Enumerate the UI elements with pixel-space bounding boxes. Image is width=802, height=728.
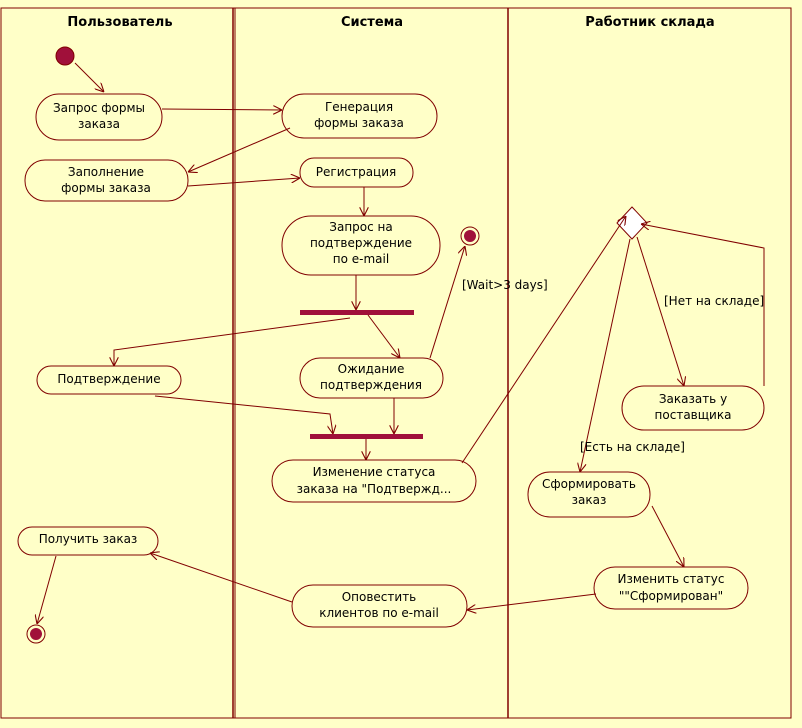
activity-order-from-supplier[interactable]: Заказать у поставщика	[621, 385, 765, 431]
activity-receive-order[interactable]: Получить заказ	[17, 526, 159, 556]
svg-text:подтверждения: подтверждения	[320, 378, 422, 392]
svg-text:Регистрация: Регистрация	[316, 165, 396, 179]
svg-text:подтверждение: подтверждение	[310, 236, 412, 250]
flow-initial-to-request[interactable]	[74, 62, 104, 92]
flow-request-to-generation[interactable]	[161, 109, 282, 110]
lane-title-system: Система	[341, 15, 403, 30]
activity-registration[interactable]: Регистрация	[299, 157, 414, 188]
svg-text:формы заказа: формы заказа	[314, 116, 404, 130]
guard-in-stock: [Есть на складе]	[580, 440, 685, 454]
activity-form-generation[interactable]: Генерация формы заказа	[281, 93, 438, 139]
svg-text:Изменение статуса: Изменение статуса	[313, 465, 436, 479]
svg-text:по e-mail: по e-mail	[333, 252, 389, 266]
svg-text:заказ: заказ	[572, 493, 607, 507]
svg-text:Ожидание: Ожидание	[338, 362, 405, 376]
flow-supplier-to-decision[interactable]	[641, 224, 765, 386]
guard-wait-3-days: [Wait>3 days]	[462, 278, 548, 292]
svg-text:Заполнение: Заполнение	[68, 165, 144, 179]
svg-text:клиентов по e-mail: клиентов по e-mail	[319, 606, 439, 620]
activity-confirmation[interactable]: Подтверждение	[36, 365, 182, 395]
svg-text:""Сформирован": ""Сформирован"	[619, 589, 723, 603]
flow-confirmation-to-join[interactable]	[154, 395, 333, 434]
activity-change-status-formed[interactable]: Изменить статус ""Сформирован"	[593, 566, 749, 610]
activity-status-change[interactable]: Изменение статуса заказа на "Подтвержд..…	[271, 459, 477, 503]
lane-title-warehouse: Работник склада	[585, 15, 714, 30]
svg-text:поставщика: поставщика	[655, 408, 732, 422]
svg-text:Оповестить: Оповестить	[342, 590, 417, 604]
flow-notify-to-receive[interactable]	[150, 553, 293, 603]
activity-email-confirmation-request[interactable]: Запрос на подтверждение по e-mail	[281, 215, 441, 276]
svg-text:Получить заказ: Получить заказ	[39, 532, 138, 546]
flow-form-order-to-status[interactable]	[651, 505, 684, 567]
svg-text:заказа на "Подтвержд...: заказа на "Подтвержд...	[297, 482, 452, 496]
svg-text:Сформировать: Сформировать	[542, 477, 636, 491]
svg-text:Заказать у: Заказать у	[659, 392, 727, 406]
flow-generation-to-filling[interactable]	[188, 127, 291, 172]
flow-decision-to-form-order[interactable]	[580, 238, 631, 472]
flow-filling-to-registration[interactable]	[187, 178, 300, 187]
activity-form-order[interactable]: Сформировать заказ	[527, 471, 651, 518]
svg-text:Изменить статус: Изменить статус	[618, 572, 725, 586]
svg-text:Генерация: Генерация	[325, 100, 393, 114]
svg-text:формы заказа: формы заказа	[61, 181, 151, 195]
flow-awaiting-to-final[interactable]	[429, 246, 465, 359]
final-node-end[interactable]	[26, 624, 46, 644]
activity-form-filling[interactable]: Заполнение формы заказа	[24, 159, 189, 202]
activity-order-form-request[interactable]: Запрос формы заказа	[35, 93, 163, 141]
lane-title-user: Пользователь	[67, 15, 172, 30]
svg-text:Запрос на: Запрос на	[329, 220, 392, 234]
flow-fork-to-awaiting[interactable]	[367, 314, 400, 358]
activity-notify-clients[interactable]: Оповестить клиентов по e-mail	[291, 584, 468, 628]
guard-not-in-stock: [Нет на складе]	[664, 294, 764, 308]
flow-receive-to-final[interactable]	[37, 555, 57, 624]
final-node-wait[interactable]	[460, 226, 480, 246]
svg-text:Запрос формы: Запрос формы	[53, 101, 145, 115]
activity-awaiting-confirmation[interactable]: Ожидание подтверждения	[299, 357, 444, 399]
flow-decision-to-supplier[interactable]	[636, 236, 684, 386]
svg-text:заказа: заказа	[78, 117, 120, 131]
flow-fork-to-confirmation[interactable]	[114, 317, 351, 366]
svg-text:Подтверждение: Подтверждение	[57, 372, 160, 386]
flow-status-to-notify[interactable]	[467, 593, 597, 610]
fork-bar[interactable]	[300, 310, 414, 315]
swimlane-frame	[0, 7, 792, 719]
initial-node[interactable]	[55, 46, 75, 66]
join-bar[interactable]	[310, 434, 423, 439]
flow-status-change-to-decision[interactable]	[461, 216, 626, 464]
